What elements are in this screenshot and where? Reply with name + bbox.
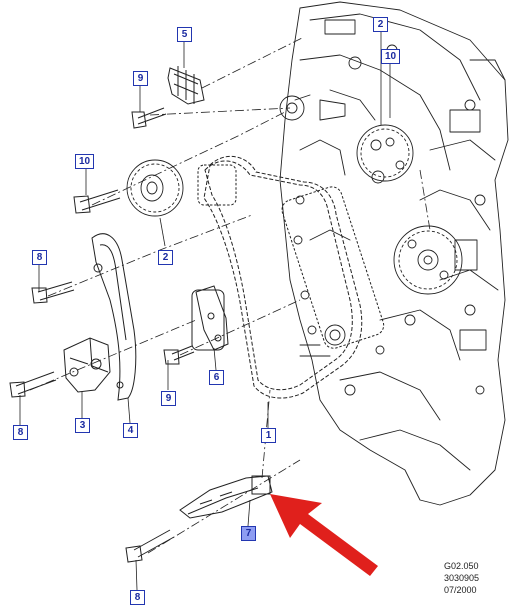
- callout-8-low: 8: [13, 425, 28, 440]
- callout-8-left: 8: [32, 250, 47, 265]
- callout-2-right: 2: [373, 17, 388, 32]
- engine-block-outline: [279, 1, 509, 506]
- callout-10-left: 10: [75, 154, 94, 169]
- callout-5: 5: [177, 27, 192, 42]
- callout-4: 4: [123, 423, 138, 438]
- callout-6: 6: [209, 370, 224, 385]
- leader-lines: [29, 37, 431, 554]
- highlight-arrow: [270, 494, 378, 576]
- callout-1: 1: [261, 428, 276, 443]
- upper-chain-guide: [167, 67, 205, 105]
- bolts: [9, 107, 195, 563]
- callout-9-top: 9: [133, 71, 148, 86]
- callout-8-bottom: 8: [130, 590, 145, 605]
- reference-code-line3: 07/2000: [444, 585, 477, 595]
- callout-7-highlighted: 7: [241, 526, 256, 541]
- exhaust-cam-sprocket: [356, 124, 414, 182]
- callout-9-mid: 9: [161, 391, 176, 406]
- timing-chain-loop: [204, 160, 353, 391]
- chain-guide-short: [195, 285, 229, 351]
- callout-10-right: 10: [381, 49, 400, 64]
- lower-chain-guide: [179, 475, 273, 519]
- callout-2-left: 2: [158, 250, 173, 265]
- reference-code-line2: 3030905: [444, 573, 480, 583]
- callout-3: 3: [75, 418, 90, 433]
- chain-guide-long: [91, 233, 137, 401]
- reference-code-line1: G02.050: [444, 561, 479, 571]
- chain-tensioner-body: [63, 337, 111, 393]
- intake-cam-sprocket: [126, 159, 184, 217]
- auxiliary-sprocket: [393, 225, 463, 295]
